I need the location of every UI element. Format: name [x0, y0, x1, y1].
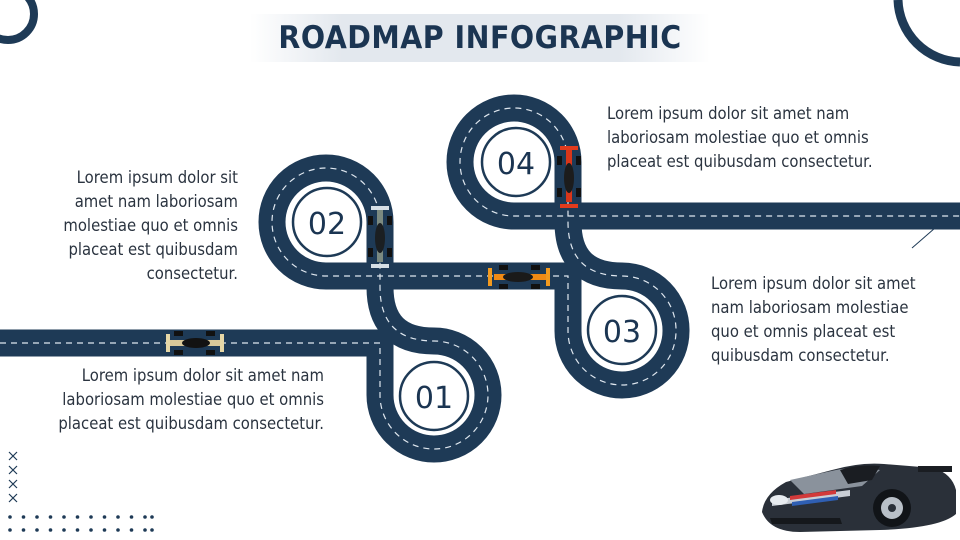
- road: [0, 94, 960, 463]
- race-car-icon: [557, 146, 581, 208]
- step-number-03: 03: [603, 315, 641, 350]
- step-marker-03: 03: [586, 294, 658, 366]
- corner-ring-top-right: [893, 0, 960, 67]
- corner-ring-top-left: [0, 0, 38, 44]
- decor-line: [911, 227, 936, 249]
- dots-decoration: [8, 515, 154, 532]
- step-03-description: Lorem ipsum dolor sit amet nam laboriosa…: [711, 274, 916, 365]
- race-car-icon: [368, 206, 392, 268]
- step-01-description: Lorem ipsum dolor sit amet nam laboriosa…: [58, 366, 325, 433]
- race-car-icon: [488, 265, 550, 289]
- page-title: ROADMAP INFOGRAPHIC: [278, 20, 682, 56]
- step-marker-04: 04: [480, 126, 552, 198]
- step-number-01: 01: [415, 381, 453, 416]
- x-marks-decoration: [8, 451, 18, 503]
- step-02-description: Lorem ipsum dolor sit amet nam laboriosa…: [63, 168, 238, 283]
- title-band: [250, 14, 710, 62]
- step-marker-01: 01: [398, 360, 470, 432]
- step-number-04: 04: [497, 147, 535, 182]
- step-marker-02: 02: [291, 186, 363, 258]
- sports-car-icon: [762, 463, 956, 532]
- step-04-description: Lorem ipsum dolor sit amet nam laboriosa…: [607, 104, 873, 171]
- race-car-icon: [166, 331, 224, 355]
- step-number-02: 02: [308, 207, 346, 242]
